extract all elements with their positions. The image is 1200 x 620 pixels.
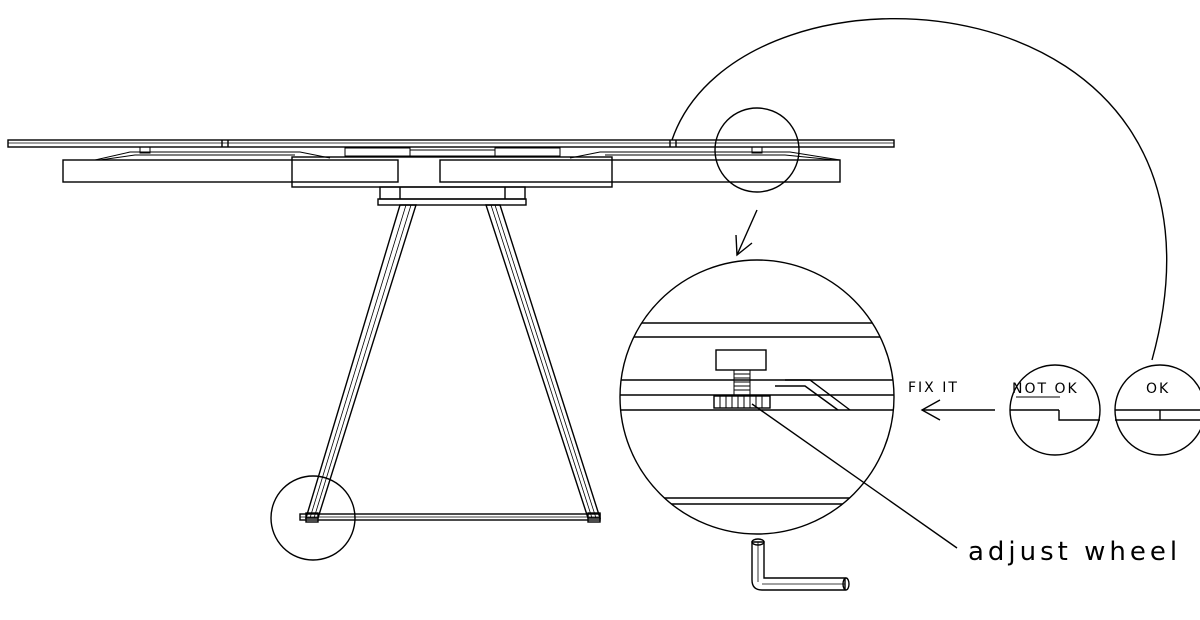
leg-left <box>305 204 417 519</box>
enlarged-detail-circle <box>619 259 895 535</box>
callout-arc <box>671 18 1168 361</box>
enlarged-detail <box>619 259 958 549</box>
adjust-wheel-label: adjust wheel <box>968 537 1181 567</box>
alignment-check <box>920 364 1200 456</box>
bolt-thread <box>733 370 751 396</box>
ok-label: OK <box>1146 381 1170 397</box>
hex-key-icon <box>751 538 850 591</box>
table-top-assembly <box>7 139 895 206</box>
leg-right <box>485 204 601 519</box>
leaf-left <box>62 159 399 183</box>
detail-callout <box>671 18 1168 361</box>
arrow-down-icon <box>735 209 758 257</box>
arrow-left-icon <box>920 399 995 421</box>
leaf-right <box>439 159 841 183</box>
hub <box>379 186 526 200</box>
fix-it-label: FIX IT <box>908 380 959 396</box>
wheel-leader-line <box>751 403 958 549</box>
glass-top <box>7 139 895 148</box>
slide-mechanism <box>94 146 841 161</box>
top-detail-circle <box>714 107 800 193</box>
not-ok-label: NOT OK <box>1012 381 1079 397</box>
bolt-cap <box>715 349 767 371</box>
table-base <box>270 204 601 561</box>
adjust-wheel <box>713 395 771 409</box>
base-detail-circle <box>270 475 356 561</box>
